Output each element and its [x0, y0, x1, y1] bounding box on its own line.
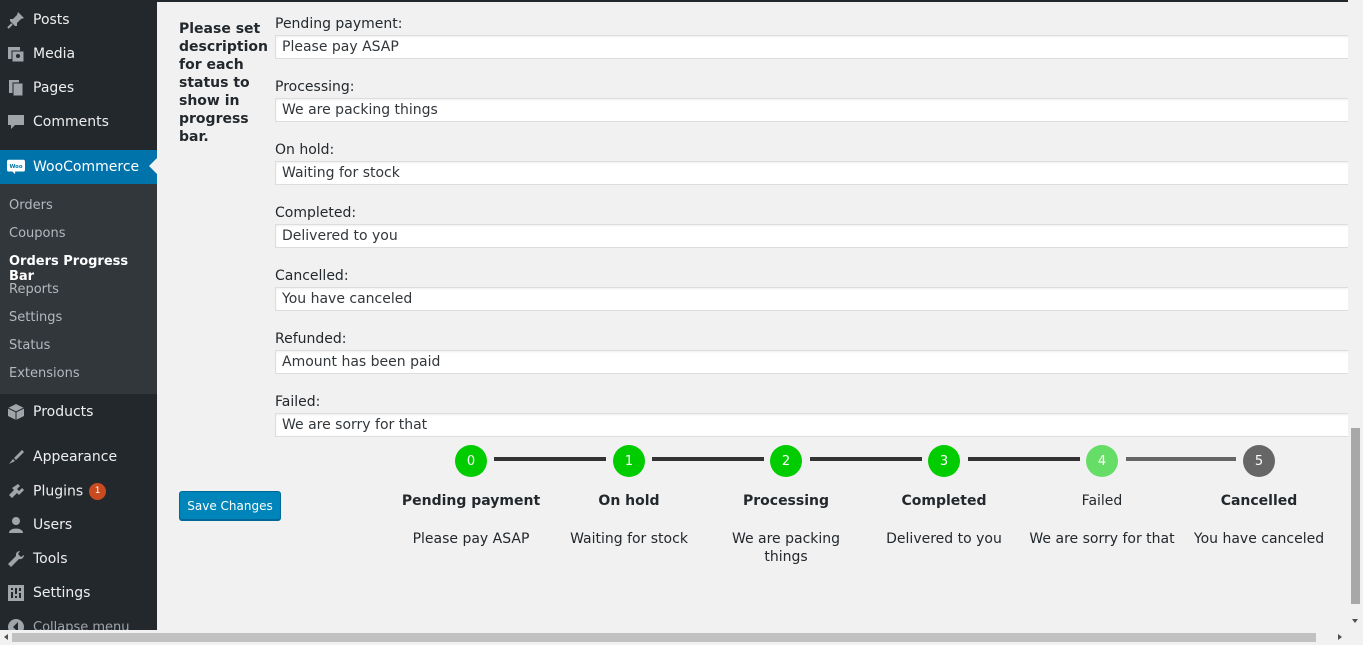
settings-description: Please set description for each status t… [179, 21, 268, 145]
step-number-circle: 1 [613, 445, 645, 477]
collapse-icon [7, 618, 25, 630]
menu-plugins[interactable]: Plugins 1 [0, 474, 157, 508]
step-title: Processing [742, 493, 830, 509]
step-title: Failed [1081, 493, 1123, 509]
menu-label: Pages [33, 80, 75, 96]
submenu-status[interactable]: Status [9, 338, 51, 353]
plugins-label: Plugins [33, 483, 84, 499]
refunded-label: Refunded: [275, 331, 347, 347]
svg-text:Woo: Woo [9, 164, 22, 170]
menu-label: Media [33, 46, 76, 62]
step-number-circle: 3 [928, 445, 960, 477]
step-title: Completed [901, 493, 987, 509]
pin-icon [7, 11, 25, 29]
menu-label: Appearance [33, 449, 118, 465]
menu-label: WooCommerce [33, 159, 140, 175]
scroll-right-arrow-icon[interactable] [1338, 634, 1342, 640]
pages-icon [7, 79, 25, 97]
step-title: On hold [598, 493, 660, 509]
progress-connector [810, 457, 922, 461]
progress-connector [652, 457, 764, 461]
vertical-scroll-thumb[interactable] [1351, 428, 1360, 604]
refunded-input[interactable] [275, 350, 1355, 374]
menu-woocommerce[interactable]: Woo WooCommerce [0, 150, 157, 184]
menu-label: Users [33, 517, 73, 533]
menu-comments[interactable]: Comments [0, 105, 157, 139]
cancelled-label: Cancelled: [275, 268, 349, 284]
menu-label: Posts [33, 12, 70, 28]
progress-connector [968, 457, 1080, 461]
media-icon [7, 45, 25, 63]
admin-sidebar: Posts Media Pages Comments Woo WooCommer… [0, 0, 157, 630]
appearance-icon [7, 448, 25, 466]
menu-appearance[interactable]: Appearance [0, 440, 157, 474]
pending-payment-input[interactable] [275, 35, 1355, 59]
menu-collapse[interactable]: Collapse menu [0, 610, 157, 630]
menu-pages[interactable]: Pages [0, 71, 157, 105]
progress-connector [494, 457, 606, 461]
menu-products[interactable]: Products [0, 395, 157, 429]
completed-input[interactable] [275, 224, 1355, 248]
menu-settings[interactable]: Settings [0, 576, 157, 610]
step-description: Please pay ASAP [412, 531, 530, 547]
submenu-orders[interactable]: Orders [9, 198, 53, 213]
step-description: Waiting for stock [570, 531, 688, 547]
on-hold-label: On hold: [275, 142, 335, 158]
step-description: We are sorry for that [1029, 531, 1175, 547]
top-border [157, 0, 1363, 2]
woocommerce-icon: Woo [7, 158, 25, 176]
scroll-down-arrow-icon[interactable] [1352, 619, 1358, 623]
horizontal-scroll-thumb[interactable] [12, 633, 1316, 642]
submenu-coupons[interactable]: Coupons [9, 226, 66, 241]
tools-icon [7, 550, 25, 568]
on-hold-input[interactable] [275, 161, 1355, 185]
plugins-update-badge: 1 [89, 482, 107, 500]
step-number-circle: 0 [455, 445, 487, 477]
menu-label: Comments [33, 114, 109, 130]
failed-label: Failed: [275, 394, 321, 410]
failed-input[interactable] [275, 413, 1355, 437]
step-description: Delivered to you [886, 531, 1002, 547]
plugins-icon [7, 482, 25, 500]
menu-media[interactable]: Media [0, 37, 157, 71]
step-number-circle: 5 [1243, 445, 1275, 477]
completed-label: Completed: [275, 205, 357, 221]
submenu-orders-progress-bar[interactable]: Orders Progress Bar [9, 254, 129, 284]
users-icon [7, 516, 25, 534]
menu-tools[interactable]: Tools [0, 542, 157, 576]
step-title: Cancelled [1220, 493, 1298, 509]
step-description: You have canceled [1193, 531, 1325, 547]
menu-posts[interactable]: Posts [0, 3, 157, 37]
settings-icon [7, 584, 25, 602]
submenu-reports[interactable]: Reports [9, 282, 59, 297]
processing-input[interactable] [275, 98, 1355, 122]
menu-label: Products [33, 404, 94, 420]
save-changes-button[interactable]: Save Changes [179, 491, 281, 520]
step-description: We are packing things [731, 531, 841, 565]
cancelled-input[interactable] [275, 287, 1355, 311]
products-icon [7, 403, 25, 421]
vertical-scrollbar[interactable] [1348, 0, 1363, 630]
comments-icon [7, 113, 25, 131]
processing-label: Processing: [275, 79, 355, 95]
submenu-extensions[interactable]: Extensions [9, 366, 80, 381]
menu-label: Settings [33, 585, 91, 601]
menu-users[interactable]: Users [0, 508, 157, 542]
progress-connector [1126, 457, 1236, 461]
menu-label: Collapse menu [33, 619, 130, 631]
menu-label: Tools [33, 551, 68, 567]
step-title: Pending payment [401, 493, 541, 509]
step-number-circle: 2 [770, 445, 802, 477]
submenu-settings[interactable]: Settings [9, 310, 63, 325]
step-number-circle: 4 [1086, 445, 1118, 477]
scroll-left-arrow-icon[interactable] [4, 634, 8, 640]
pending-payment-label: Pending payment: [275, 16, 403, 32]
menu-label: Plugins 1 [33, 482, 107, 500]
woocommerce-submenu: Orders Coupons Orders Progress Bar Repor… [0, 184, 157, 394]
horizontal-scrollbar[interactable] [0, 630, 1363, 645]
